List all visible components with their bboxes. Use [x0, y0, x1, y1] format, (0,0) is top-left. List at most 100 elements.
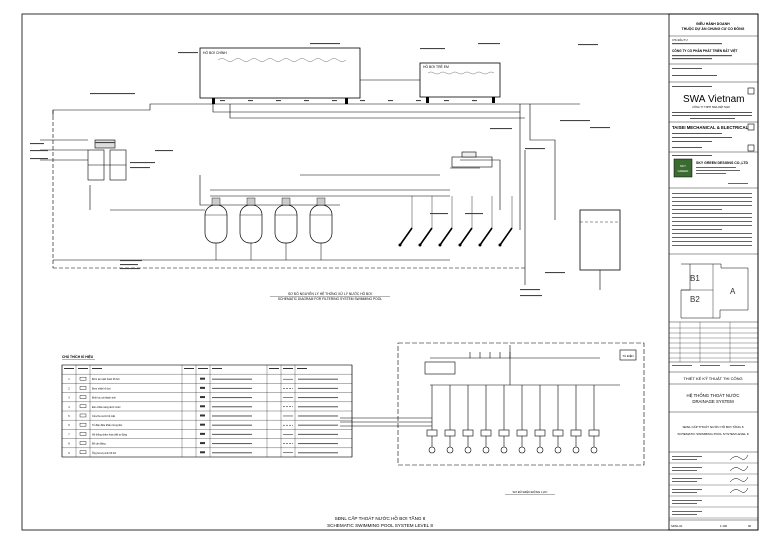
legend-row-description: Tủ điện điều khiển trung tâm [92, 424, 122, 427]
note-text-line [672, 209, 722, 210]
cleaner-head [478, 243, 482, 247]
note-text-line [672, 241, 752, 242]
signature-mark [729, 454, 749, 461]
motor-icon [536, 446, 544, 454]
legend-symbol-icon [79, 441, 87, 445]
signature-name [672, 492, 697, 493]
sheet-caption-vn: SĐNL CẤP THOÁT NƯỚC HỒ BƠI TẦNG 8 [335, 515, 426, 521]
legend-row-number: 2 [68, 386, 70, 390]
stage-label: THIẾT KẾ KỸ THUẬT THI CÔNG [683, 376, 742, 381]
annotation-text [478, 43, 500, 45]
drawing-number: SDNL-01 [671, 524, 683, 528]
pipe-size-label [444, 100, 449, 102]
legend-text-line [298, 378, 338, 380]
legend-symbol-icon [79, 432, 87, 436]
legend-row-number: 6 [68, 423, 70, 427]
annotation-text [560, 120, 590, 122]
sky-green-logo-line2: GREEN [678, 169, 689, 173]
annotation-text [520, 289, 540, 291]
annotation-text [130, 162, 155, 164]
annotation-text [155, 150, 173, 152]
legend-text-line [212, 415, 252, 417]
annotation-text [520, 295, 542, 297]
riser-load-box [426, 429, 438, 437]
signature-mark [729, 476, 749, 483]
signature-role [672, 456, 702, 457]
legend-text-line [298, 397, 338, 399]
annotation-notes [30, 43, 610, 297]
note-text-line [672, 233, 752, 234]
legend-row-number: 1 [68, 377, 70, 381]
legend-header-text [78, 368, 88, 369]
legend-symbol-icon [79, 450, 87, 454]
legend-symbol-icon [79, 395, 87, 399]
motor-icon [590, 446, 598, 454]
system-name-vn: HỆ THỐNG THOÁT NƯỚC [687, 393, 740, 398]
schematic-caption-en: SCHEMATIC DIAGRAM FOR FILTERING SYSTEM S… [278, 297, 382, 301]
annotation-text [430, 213, 448, 215]
legend-text-line [298, 443, 338, 445]
legend-row-description: Ống hút vệ sinh hồ bơi [92, 452, 117, 455]
legend-text-line [212, 424, 252, 426]
sky-green-logo-icon [673, 158, 693, 178]
owner-label: CHỦ ĐẦU TƯ [672, 39, 689, 42]
motor-icon [464, 446, 472, 454]
cleaner-unit [499, 227, 513, 246]
legend-symbol-icon [79, 404, 87, 408]
sheet-title-en: SCHEMATIC SWIMMING POOL SYSTEM LEVEL 8 [677, 432, 749, 436]
note-text-line [672, 201, 752, 202]
legend-row-number: 7 [68, 432, 70, 436]
cleaner-unit [479, 227, 493, 246]
motor-icon [500, 446, 508, 454]
main-pool: HỒ BƠI CHÍNH [199, 47, 361, 104]
pipe-size-label [332, 100, 337, 102]
kids-pool: HỒ BƠI TRẺ EM [419, 62, 501, 103]
legend-symbol-icon [200, 451, 205, 454]
balance-tank [579, 209, 621, 290]
annotation-text [525, 148, 545, 150]
note-text-line [672, 197, 752, 198]
filter-tank [204, 204, 228, 244]
signature-name [672, 470, 697, 471]
legend-row-description: Bình lọc cát thạch anh [92, 397, 116, 400]
sky-green-logo-line1: SKY [680, 164, 686, 168]
legend-row-number: 8 [68, 442, 70, 446]
owner-header-2: THUỘC DỰ ÁN CHUNG CƯ CỔ ĐÔNG [682, 26, 745, 31]
signature-role [672, 489, 702, 490]
riser-load-box [570, 429, 582, 437]
motor-icon [482, 446, 490, 454]
pipe-size-label [276, 100, 281, 102]
legend-text-line [298, 387, 338, 389]
annotation-text [130, 167, 150, 169]
legend-row-number: 4 [68, 405, 70, 409]
zone-a: A [730, 287, 736, 296]
riser-load-box [498, 429, 510, 437]
legend-header-text [297, 368, 307, 369]
sheet-title-vn: SĐNL CẤP THOÁT NƯỚC HỒ BƠI TẦNG 8 [682, 424, 743, 429]
filter-tanks [204, 197, 333, 260]
legend-text-line [298, 424, 338, 426]
motor-icon [572, 446, 580, 454]
revision-number: 00 [748, 524, 752, 528]
pipe-size-label [248, 100, 253, 102]
annotation-text [90, 93, 135, 95]
signature-role [672, 500, 702, 501]
zone-b1: B1 [690, 274, 700, 283]
legend-text-line [298, 452, 338, 454]
legend-text-line [212, 433, 252, 435]
annotation-text [178, 52, 198, 54]
cleaner-unit [419, 227, 433, 246]
legend-symbol-icon [79, 386, 87, 390]
legend-symbol-icon [200, 377, 205, 380]
green-company-name: SKY GREEN DESIGNS CO.,LTD [696, 161, 748, 165]
riser-load-box [480, 429, 492, 437]
legend-symbol-icon [79, 413, 87, 418]
legend-text-line [212, 387, 252, 389]
signature-mark [729, 465, 749, 472]
annotation-text [120, 264, 138, 266]
legend-symbol-icon [79, 376, 87, 381]
control-panel-box [424, 361, 456, 375]
cleaner-head [438, 243, 442, 247]
note-text-line [672, 225, 752, 226]
legend-header-text [64, 368, 74, 369]
